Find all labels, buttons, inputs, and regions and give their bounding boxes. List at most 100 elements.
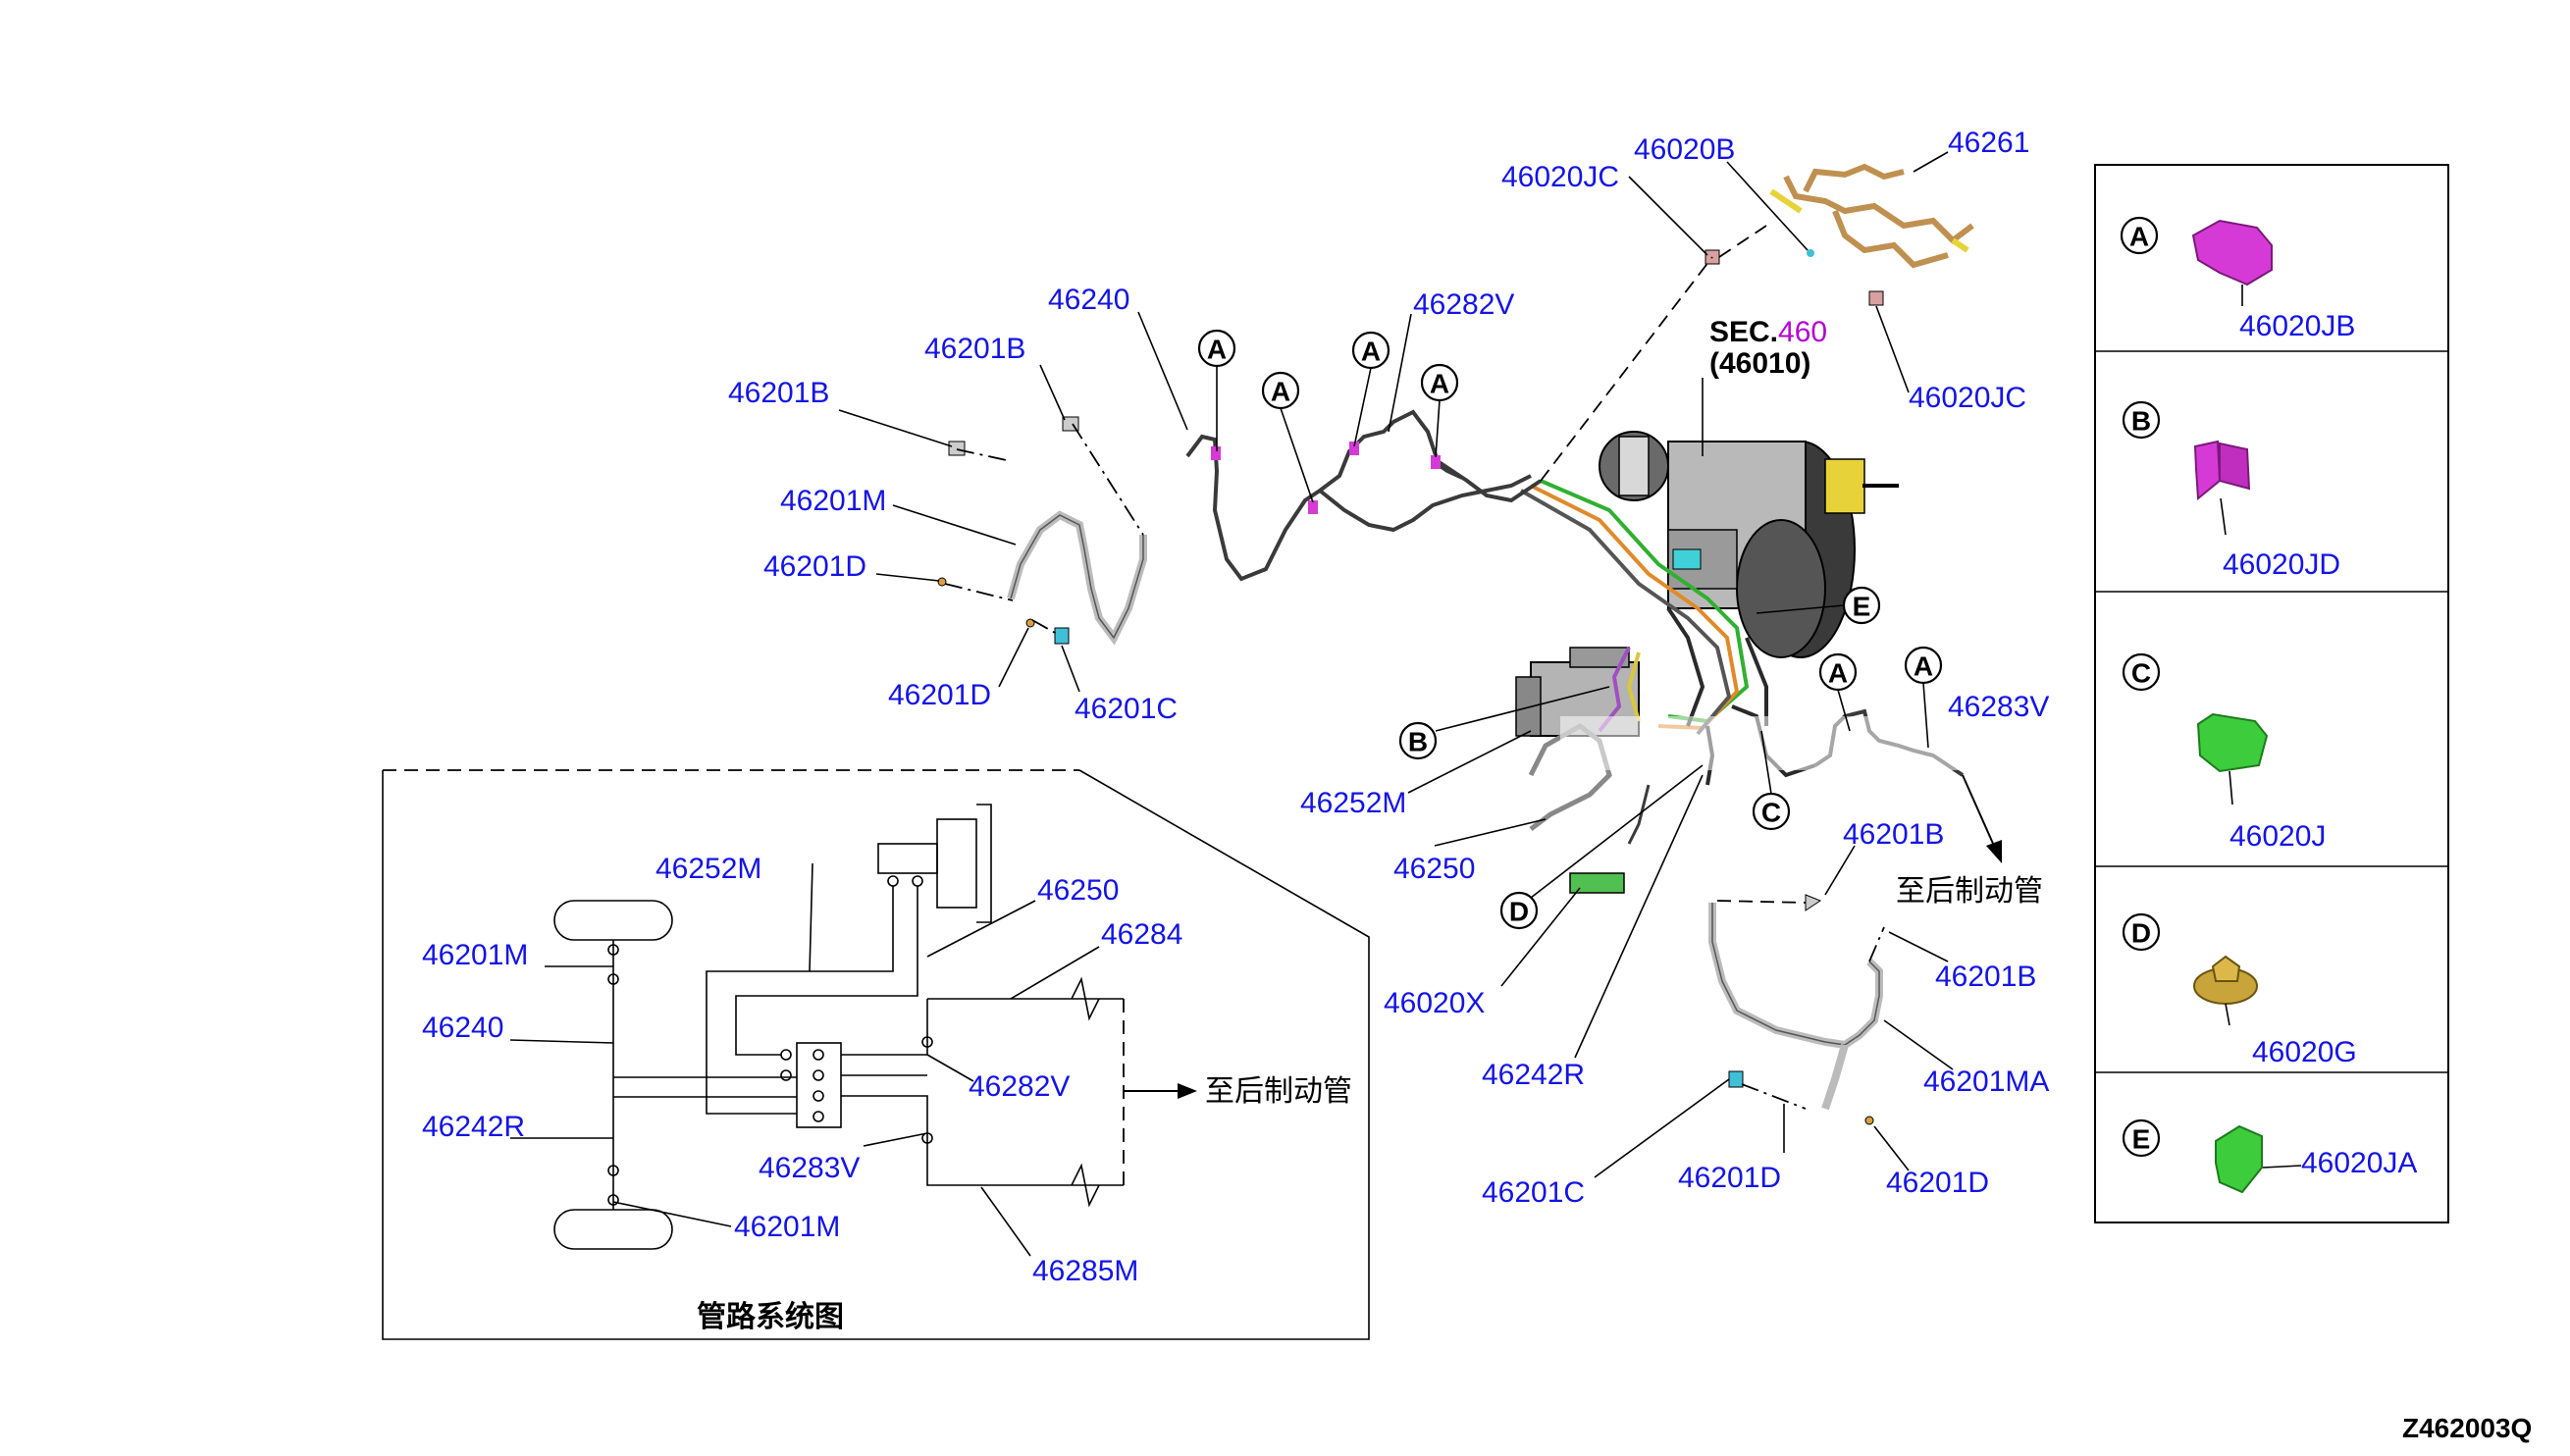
leader-line bbox=[2220, 497, 2227, 536]
label-46252M: 46252M bbox=[1300, 787, 1406, 819]
leader-line bbox=[1726, 161, 1809, 251]
port-icon bbox=[780, 1069, 792, 1081]
callout-a: A bbox=[1351, 331, 1390, 370]
label-46201B: 46201B bbox=[728, 377, 829, 409]
leader-line bbox=[1756, 604, 1845, 614]
label-46282V: 46282V bbox=[969, 1070, 1070, 1103]
panel-cell-e: E 46020JA bbox=[2122, 1118, 2417, 1194]
leader-line bbox=[926, 1054, 974, 1082]
bleeder-icon bbox=[1728, 1070, 1744, 1088]
bracket-icon bbox=[1805, 894, 1822, 911]
leader-line bbox=[2225, 1003, 2230, 1026]
svg-text:C: C bbox=[1761, 798, 1781, 828]
leader-line bbox=[1530, 764, 1704, 899]
panel-cell-a: A 46020JB bbox=[2120, 216, 2355, 342]
label-46201B: 46201B bbox=[1843, 818, 1944, 851]
leader-line bbox=[1594, 1078, 1730, 1178]
leader-line bbox=[1435, 686, 1610, 732]
dashed-leader bbox=[1031, 619, 1058, 635]
leader-line bbox=[1407, 730, 1532, 794]
clip-a-icon bbox=[1431, 455, 1441, 469]
svg-text:B: B bbox=[1408, 727, 1428, 757]
callout-a: A bbox=[1904, 646, 1943, 685]
leader-line bbox=[980, 1186, 1031, 1257]
leader-line bbox=[1913, 151, 1949, 173]
label-to-rear-brake-pipe: 至后制动管 bbox=[1205, 1075, 1352, 1108]
label-46201B: 46201B bbox=[1935, 961, 2036, 993]
label-46261: 46261 bbox=[1948, 127, 2029, 159]
leader-line bbox=[809, 862, 813, 972]
arrow-down-icon bbox=[1986, 840, 2002, 863]
label-46252M: 46252M bbox=[656, 853, 761, 885]
label-46201C: 46201C bbox=[1075, 693, 1178, 725]
panel-cell-d: D 46020G bbox=[2122, 912, 2357, 1068]
arrow-line bbox=[1962, 774, 1995, 847]
sec-reference: SEC.460 bbox=[1709, 316, 1827, 348]
arrow-right-icon bbox=[1178, 1083, 1197, 1099]
brake-hose-46201MA bbox=[1708, 903, 1883, 1111]
dashed-leader bbox=[956, 448, 1012, 462]
label-46250: 46250 bbox=[1393, 853, 1475, 885]
svg-text:D: D bbox=[2131, 918, 2151, 949]
svg-text:E: E bbox=[1853, 592, 1871, 622]
bleeder-icon bbox=[1054, 627, 1070, 645]
dashed-leader bbox=[1072, 423, 1144, 536]
label-46020G: 46020G bbox=[2252, 1036, 2357, 1068]
watermark-band bbox=[1560, 716, 2051, 770]
joint-icon bbox=[607, 1165, 619, 1176]
leader-line bbox=[1435, 399, 1441, 458]
label-46242R: 46242R bbox=[1482, 1059, 1585, 1091]
port-icon bbox=[813, 1090, 824, 1102]
svg-text:E: E bbox=[2132, 1124, 2151, 1155]
pipe-line bbox=[706, 886, 894, 1115]
brake-booster-icon bbox=[1599, 431, 1899, 658]
svg-text:A: A bbox=[1430, 369, 1449, 399]
label-46250: 46250 bbox=[1037, 874, 1119, 907]
port-icon bbox=[780, 1049, 792, 1061]
callout-a: A bbox=[1420, 363, 1459, 402]
callout-a: A bbox=[1818, 652, 1858, 692]
dashed-leader bbox=[1868, 926, 1885, 962]
label-46201B: 46201B bbox=[924, 333, 1025, 365]
callout-c: C bbox=[1752, 792, 1791, 831]
leader-line bbox=[838, 409, 953, 447]
leader-line bbox=[1574, 774, 1704, 1059]
bracket-46261-icon bbox=[1769, 163, 1974, 269]
leader-line bbox=[1888, 931, 1949, 962]
leader-line bbox=[1760, 730, 1772, 795]
leader-line bbox=[2262, 1165, 2302, 1169]
svg-text:A: A bbox=[1828, 658, 1848, 689]
clip-panel: A 46020JB B 46020JD C 46020J D bbox=[2094, 164, 2449, 1223]
port-icon bbox=[813, 1111, 824, 1122]
label-46020JC: 46020JC bbox=[1909, 382, 2026, 414]
callout-d: D bbox=[1499, 891, 1539, 930]
callout-e: E bbox=[1842, 586, 1881, 625]
schematic-frame bbox=[382, 769, 1370, 1340]
label-46020J: 46020J bbox=[2229, 820, 2326, 853]
brake-pipe bbox=[1627, 784, 1651, 845]
label-46284: 46284 bbox=[1101, 918, 1182, 951]
label-46201MA: 46201MA bbox=[1923, 1066, 2049, 1098]
svg-text:C: C bbox=[2131, 658, 2151, 689]
abs-unit-icon bbox=[796, 1042, 842, 1128]
label-46020JD: 46020JD bbox=[2223, 548, 2340, 581]
front-wheel-icon bbox=[553, 900, 673, 941]
leader-line bbox=[875, 573, 940, 582]
main-assembly: A A A A A A B C D E bbox=[728, 127, 2051, 1209]
leader-line bbox=[1280, 407, 1314, 503]
washer-icon bbox=[937, 577, 947, 587]
leader-line bbox=[1628, 176, 1708, 256]
dashed-leader bbox=[1716, 900, 1807, 904]
label-46283V: 46283V bbox=[1948, 691, 2049, 723]
leader-line bbox=[1434, 818, 1547, 847]
label-46201C: 46201C bbox=[1482, 1176, 1585, 1209]
label-46201M: 46201M bbox=[780, 485, 886, 517]
label-46282V: 46282V bbox=[1413, 288, 1514, 321]
label-46201D: 46201D bbox=[1886, 1167, 1989, 1199]
dashed-leader bbox=[944, 583, 1014, 601]
rear-wheel-icon bbox=[553, 1209, 673, 1250]
dashed-leader bbox=[1718, 225, 1767, 258]
joint-icon bbox=[921, 1036, 933, 1048]
joint-icon bbox=[912, 875, 923, 887]
bracket-icon bbox=[948, 441, 966, 456]
